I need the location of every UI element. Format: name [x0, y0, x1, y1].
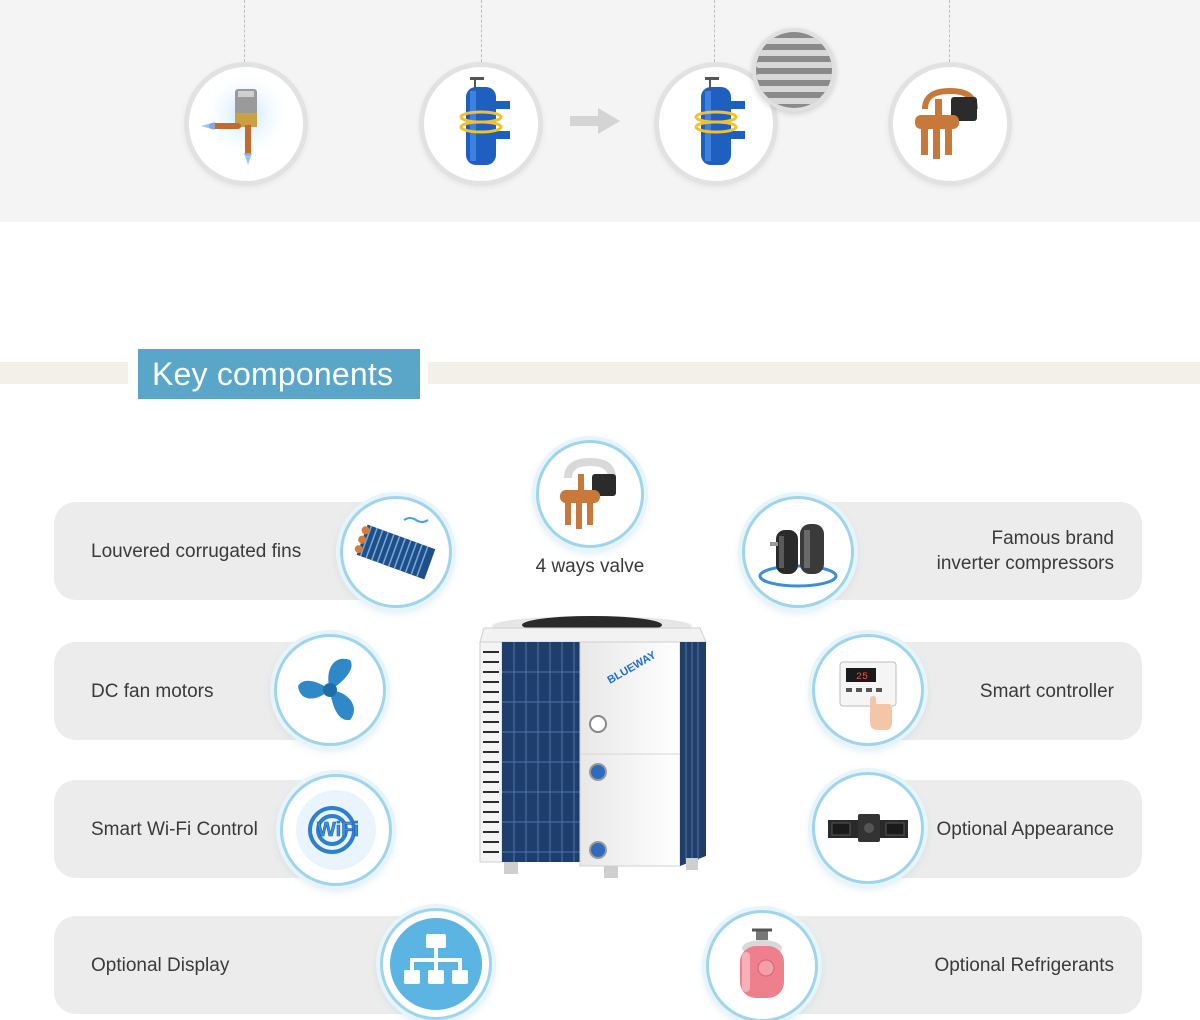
- expansion-valve-icon: [184, 62, 308, 186]
- header-gap: [420, 358, 428, 388]
- heat-pump-unit: BLUEWAY: [479, 616, 707, 878]
- heat-exchanger-icon: [419, 62, 543, 186]
- compressor-icon: [742, 496, 854, 608]
- component-label: Smart controller: [979, 680, 1114, 702]
- connector-line: [714, 0, 715, 62]
- appearance-icon: [812, 772, 924, 884]
- fan-blade-icon: [274, 634, 386, 746]
- four-way-valve-icon: [536, 440, 644, 548]
- component-card-display: Optional Display: [54, 916, 454, 1014]
- component-label: Optional Display: [91, 954, 230, 976]
- connector-line: [481, 0, 482, 62]
- wifi-badge-text: WiFi: [317, 819, 359, 841]
- component-label: Optional Refrigerants: [934, 954, 1114, 976]
- component-label: Louvered corrugated fins: [91, 540, 302, 562]
- four-way-valve-icon: [888, 62, 1012, 186]
- controller-screen-text: 25: [856, 672, 868, 683]
- component-label: Famous brand inverter compressors: [937, 526, 1114, 576]
- component-card-compressors: Famous brand inverter compressors: [812, 502, 1142, 600]
- component-label: DC fan motors: [91, 680, 214, 702]
- top-process-strip: [0, 0, 1200, 222]
- component-label: 4 ways valve: [535, 556, 645, 577]
- refrigerant-cylinder-icon: [706, 910, 818, 1020]
- wifi-icon: WiFi: [280, 774, 392, 886]
- arrow-right-icon: [570, 108, 620, 134]
- component-card-refrigerants: Optional Refrigerants: [762, 916, 1142, 1014]
- connector-line: [244, 0, 245, 62]
- coil-detail-icon: [752, 28, 836, 112]
- component-label: Optional Appearance: [936, 818, 1114, 840]
- component-label: Smart Wi-Fi Control: [91, 818, 258, 840]
- connector-line: [949, 0, 950, 62]
- header-gap: [128, 358, 138, 388]
- controller-icon: 25: [812, 634, 924, 746]
- fins-icon: [340, 496, 452, 608]
- section-title: Key components: [138, 349, 420, 399]
- network-display-icon: [380, 908, 492, 1020]
- component-label-line: Famous brand: [991, 528, 1114, 549]
- component-label-line: inverter compressors: [936, 553, 1114, 574]
